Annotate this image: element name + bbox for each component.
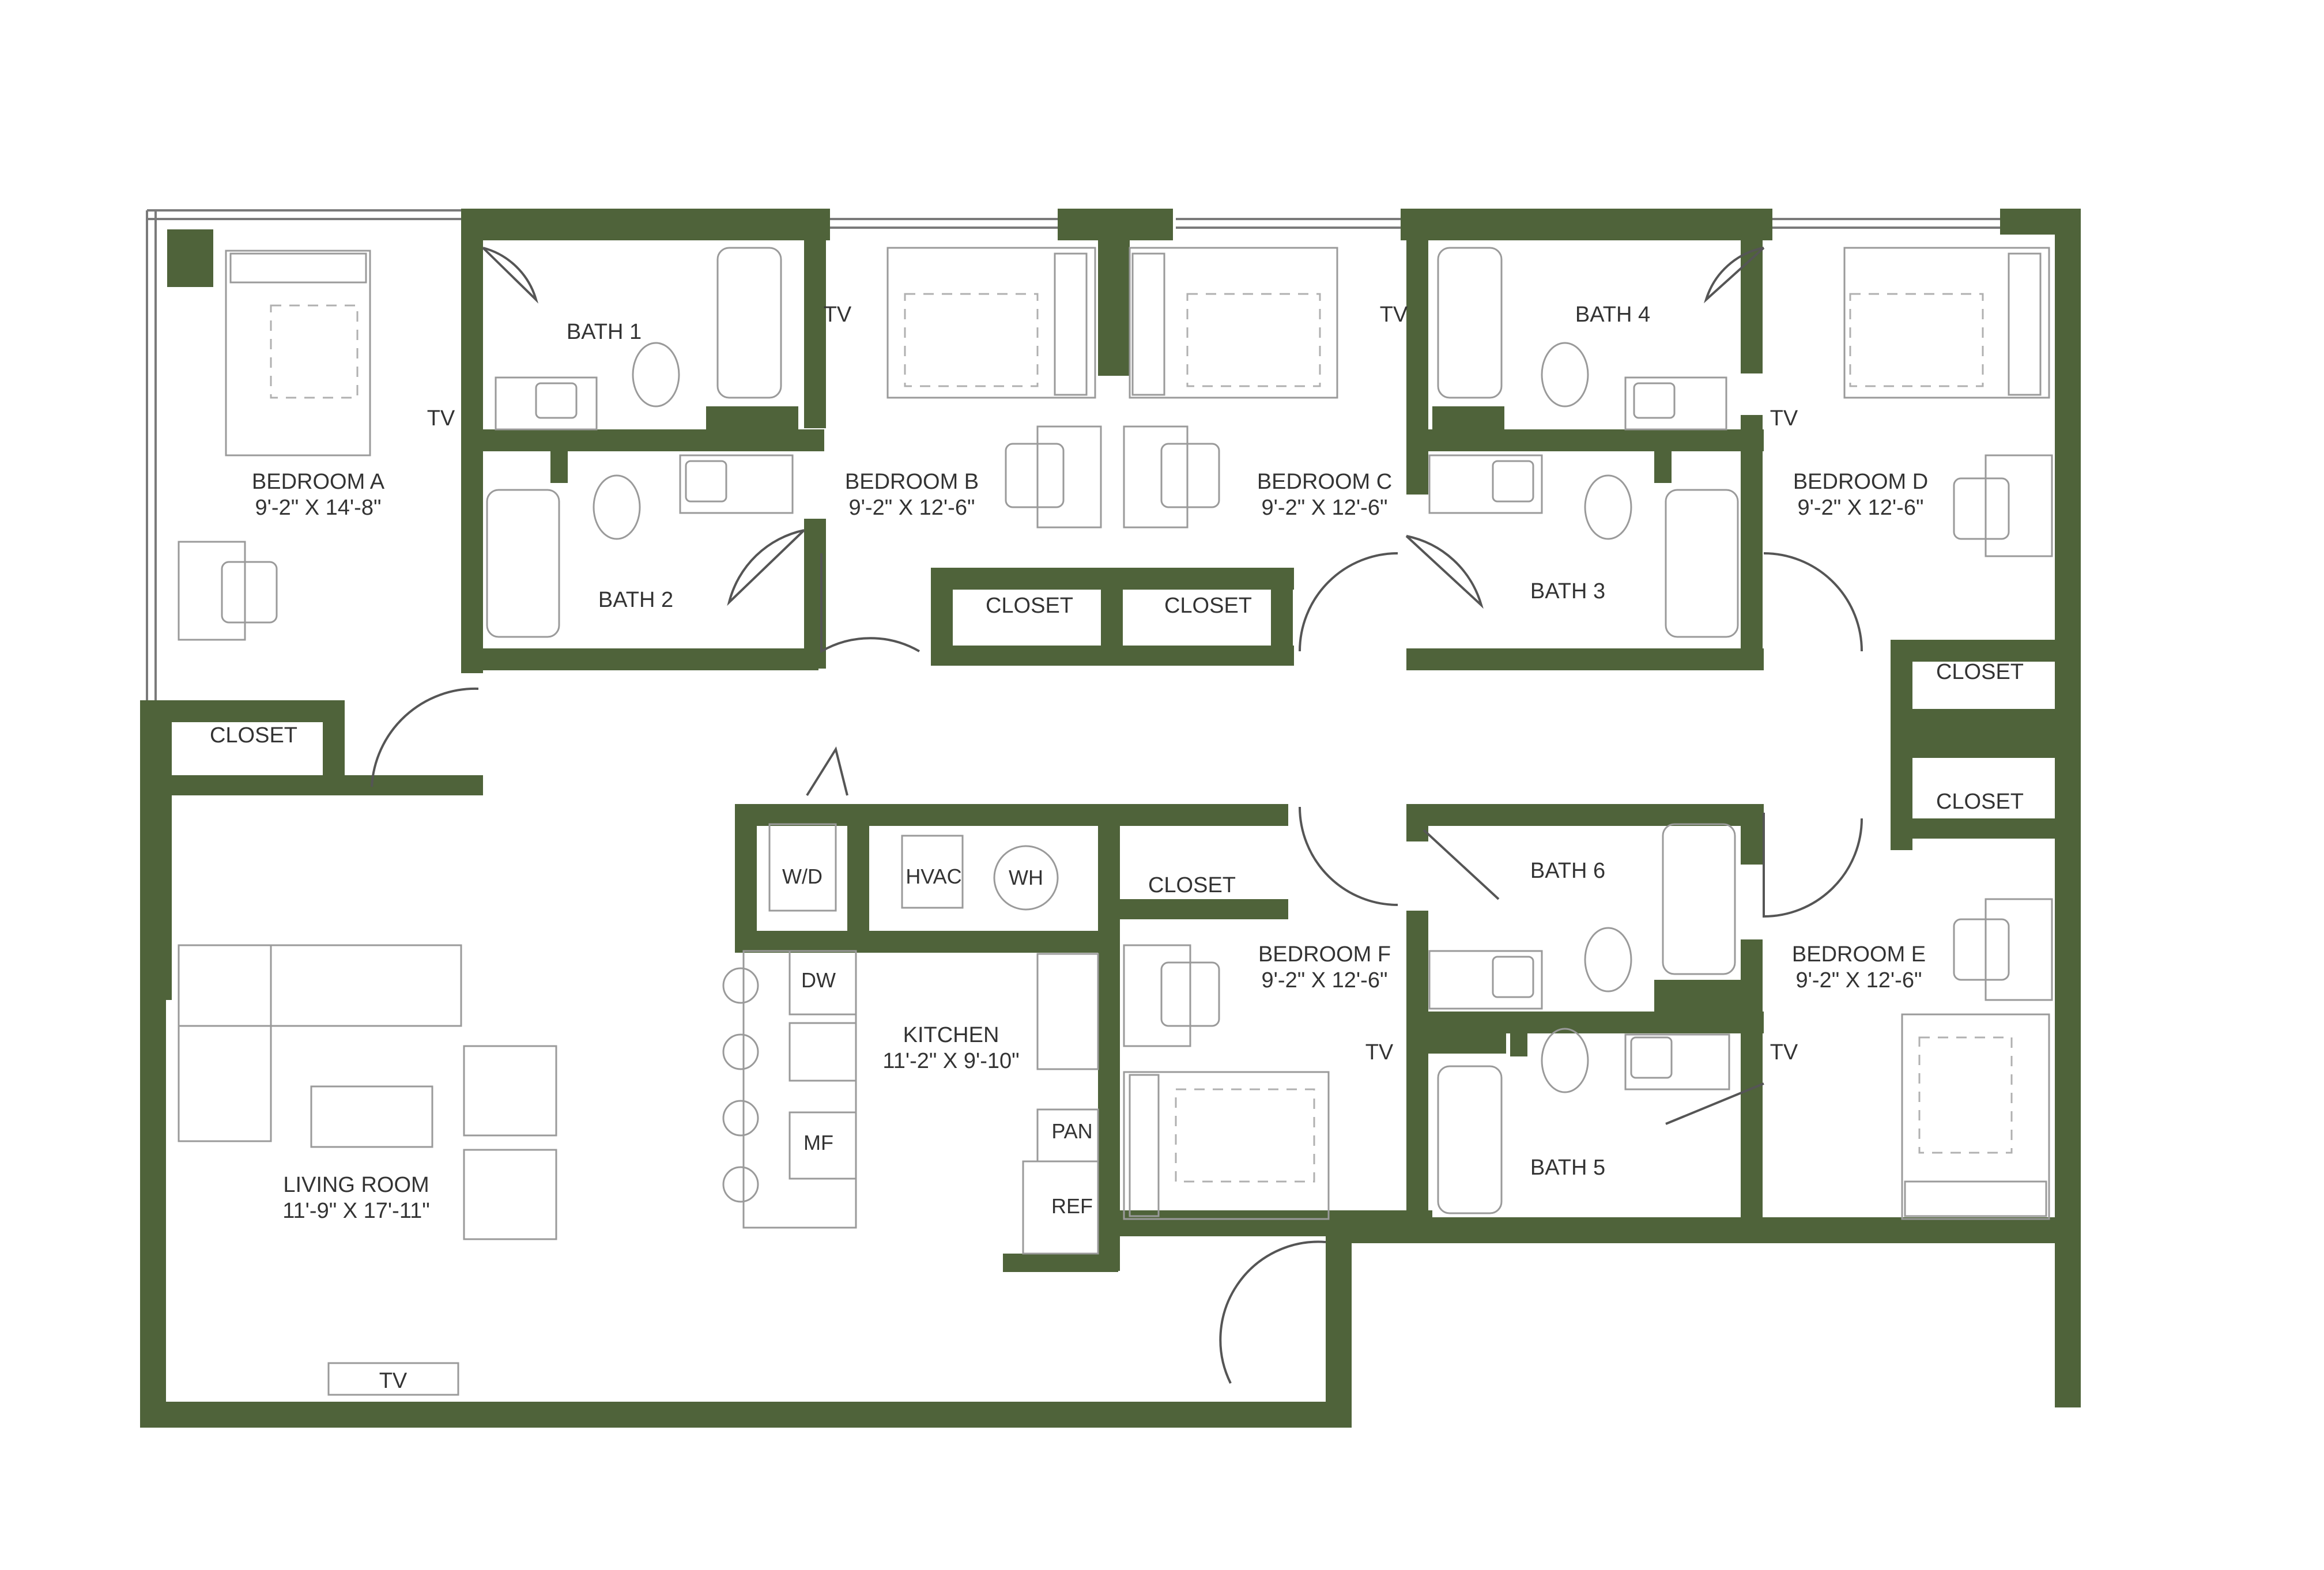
living-room-name: LIVING ROOM (283, 1173, 429, 1197)
dw-label: DW (801, 968, 836, 992)
bath-2-label: BATH 2 (598, 588, 673, 612)
armchair-2 (463, 1149, 557, 1240)
closet-d-label: CLOSET (1936, 660, 2024, 684)
bath-4-label: BATH 4 (1575, 303, 1650, 327)
tv-bedroom-a: TV (427, 406, 455, 431)
pan-label: PAN (1051, 1119, 1092, 1143)
bath-5-label: BATH 5 (1530, 1156, 1605, 1180)
closet-c-label: CLOSET (1164, 594, 1252, 618)
walls (140, 209, 2081, 1428)
bedroom-a-name: BEDROOM A (252, 470, 385, 494)
bedroom-c-size: 9'-2" X 12'-6" (1262, 496, 1388, 520)
bedroom-a-size: 9'-2" X 14'-8" (255, 496, 382, 520)
chair-a (221, 561, 278, 624)
windows (146, 209, 2000, 1202)
kitchen-name: KITCHEN (903, 1023, 999, 1047)
closet-b-label: CLOSET (986, 594, 1073, 618)
bath-6-label: BATH 6 (1530, 859, 1605, 883)
closet-f-label: CLOSET (1148, 873, 1236, 897)
bedroom-c-name: BEDROOM C (1257, 470, 1392, 494)
tv-bedroom-c: TV (1380, 303, 1408, 327)
tv-bedroom-e: TV (1770, 1040, 1798, 1065)
closet-e-label: CLOSET (1936, 790, 2024, 814)
bath-3-label: BATH 3 (1530, 579, 1605, 603)
bedroom-d-name: BEDROOM D (1793, 470, 1928, 494)
tv-bedroom-b: TV (824, 303, 852, 327)
wh-label: WH (1009, 866, 1043, 889)
ref-label: REF (1051, 1194, 1093, 1218)
closet-a-label: CLOSET (210, 723, 297, 748)
hvac-label: HVAC (906, 865, 961, 888)
kitchen-size: 11'-2" X 9'-10" (882, 1049, 1019, 1073)
bedroom-b-name: BEDROOM B (845, 470, 979, 494)
bed-a (225, 250, 371, 456)
kitchen-island (742, 950, 857, 1229)
labels: BEDROOM A 9'-2" X 14'-8" BEDROOM B 9'-2"… (210, 303, 2024, 1393)
mf-label: MF (803, 1131, 833, 1154)
sofa (178, 944, 462, 1027)
bedroom-f-name: BEDROOM F (1258, 942, 1391, 967)
bedroom-e-name: BEDROOM E (1792, 942, 1926, 967)
armchair-1 (463, 1045, 557, 1137)
bedroom-f-size: 9'-2" X 12'-6" (1262, 968, 1388, 992)
tv-bedroom-f: TV (1365, 1040, 1394, 1065)
living-room-size: 11'-9" X 17'-11" (282, 1199, 430, 1223)
desk-a (178, 541, 246, 641)
bath-1-label: BATH 1 (567, 320, 642, 344)
tv-living-room: TV (379, 1369, 408, 1393)
coffee-table (310, 1085, 433, 1148)
bedroom-d-size: 9'-2" X 12'-6" (1798, 496, 1924, 520)
fixtures (178, 247, 2053, 1396)
bedroom-b-size: 9'-2" X 12'-6" (849, 496, 975, 520)
tv-bedroom-d: TV (1770, 406, 1798, 431)
doors (371, 247, 1863, 1384)
bedroom-e-size: 9'-2" X 12'-6" (1796, 968, 1922, 992)
wd-label: W/D (782, 865, 823, 888)
